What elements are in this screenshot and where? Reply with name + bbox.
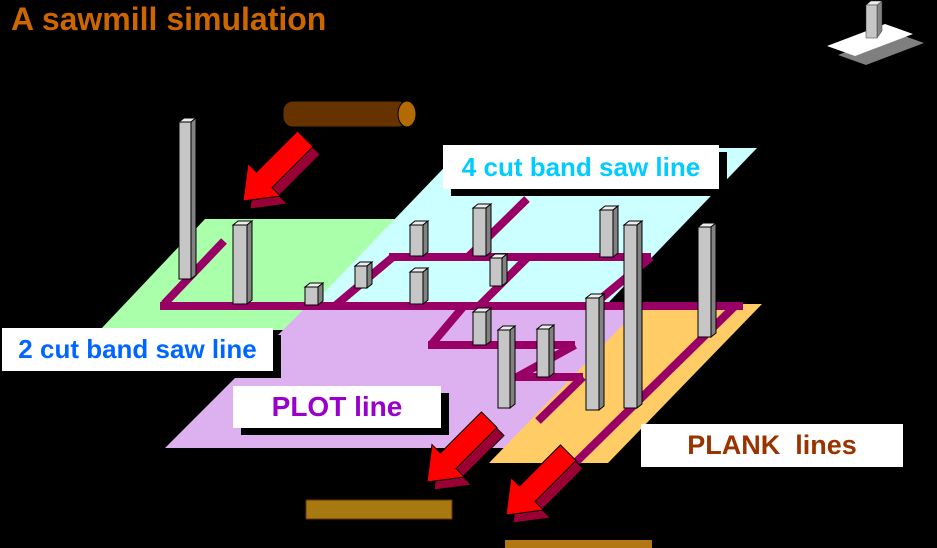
planks-group (305, 499, 652, 548)
log-end (397, 100, 417, 128)
pillar-side (598, 292, 605, 412)
label-plank-lines: PLANK lines (641, 424, 903, 467)
arrows-layer (242, 130, 584, 524)
plate-shadow (838, 33, 924, 65)
pillar-front (599, 209, 614, 258)
pillar-front (409, 224, 424, 257)
pillar-side (317, 281, 324, 307)
pillar-front (536, 328, 550, 378)
flow-arrow-icon (242, 130, 321, 210)
plate-pillar-icon (827, 0, 924, 65)
icon-pillar-front (865, 4, 878, 39)
pillar (598, 204, 620, 259)
pillar-side (485, 306, 492, 347)
pillar (408, 266, 430, 306)
pillar-side (485, 202, 492, 258)
plate (827, 24, 913, 56)
label-two-cut-band-saw-line: 2 cut band saw line (2, 328, 273, 371)
pillar-front (585, 297, 600, 411)
pillar-side (509, 324, 516, 410)
pillar (496, 324, 517, 410)
flow-arrow-icon (505, 444, 584, 524)
pillar-front (304, 286, 319, 306)
pillar (622, 219, 644, 410)
pillar-side (612, 204, 619, 259)
pillar-front (489, 257, 503, 287)
pillar-front (623, 224, 638, 409)
flow-arrow (505, 444, 577, 516)
pillar-front (178, 121, 192, 280)
pillar (471, 202, 493, 258)
pillar-side (190, 116, 197, 281)
pillar-front (472, 311, 487, 346)
pillar-side (422, 266, 429, 306)
pillar (231, 219, 254, 306)
pillar (408, 219, 430, 258)
pillar-side (366, 260, 373, 290)
log-body (282, 100, 409, 128)
flow-arrow (242, 130, 314, 202)
pillar-front (354, 265, 368, 289)
flow-arrow (426, 411, 498, 483)
pillar-side (246, 219, 253, 306)
page-title: A sawmill simulation (11, 1, 327, 37)
icon-pillar-side (876, 0, 883, 39)
pillar-front (409, 271, 424, 305)
pillar (353, 260, 374, 290)
pillar-front (472, 207, 487, 257)
pillar (471, 306, 493, 347)
pillar-front (232, 224, 248, 305)
pillar-side (710, 221, 717, 339)
conveyor-segment (427, 304, 467, 348)
log-icon (282, 100, 417, 128)
label-four-cut-band-saw-line: 4 cut band saw line (443, 145, 719, 189)
pillar-side (636, 219, 643, 410)
conveyor-segment (535, 374, 586, 424)
pillar (535, 323, 556, 379)
pillar-front (697, 226, 712, 338)
pillar (303, 281, 325, 307)
pillar (696, 221, 718, 339)
pillar (177, 116, 198, 281)
pillar-side (501, 252, 508, 288)
pillars-layer (177, 116, 718, 412)
pillar-side (422, 219, 429, 258)
pillar-side (548, 323, 555, 379)
pillar (488, 252, 509, 288)
pillar-front (497, 329, 511, 409)
plank-board-icon (305, 499, 453, 520)
flow-arrow-icon (426, 411, 505, 491)
pillar (584, 292, 606, 412)
plank-board-icon (505, 540, 652, 548)
label-plot-line: PLOT line (233, 386, 441, 428)
